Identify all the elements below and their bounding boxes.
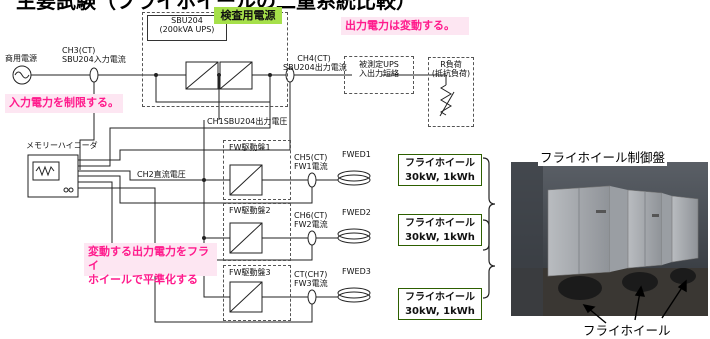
fw-drive1-box (223, 140, 291, 200)
flywheel-spec-2-name: フライホイール (405, 218, 475, 229)
fw-drive2-box (223, 203, 291, 261)
ch7-line1: CT(CH7) (294, 270, 328, 279)
ch3-line2: SBU204入力電流 (62, 55, 126, 65)
fw-drive2-label: FW駆動盤2 (229, 206, 271, 215)
ch7-label: CT(CH7) FW3電流 (294, 270, 328, 288)
flywheel-spec-3-name: フライホイール (405, 292, 475, 303)
smooth-note-line1: 変動する出力電力をフライ (88, 245, 209, 272)
flywheel-spec-3: フライホイール 30kW, 1kWh (398, 288, 482, 320)
fw-drive1-label: FW駆動盤1 (229, 143, 271, 152)
ch5-line1: CH5(CT) (294, 153, 328, 162)
ch3-label: CH3(CT) SBU204入力電流 (62, 46, 126, 64)
fwed2-symbol (337, 232, 371, 244)
fwed1-label: FWED1 (342, 150, 371, 159)
fwed2-label: FWED2 (342, 208, 371, 217)
sbu204-label: SBU204 (171, 16, 203, 25)
ch5-line2: FW1電流 (294, 162, 328, 172)
ups-short-label: 被測定UPS 入出力短絡 (346, 60, 412, 78)
fwed1-symbol (337, 174, 371, 186)
ups-short-line2: 入出力短絡 (359, 69, 399, 79)
flywheel-spec-1-value: 30kW, 1kWh (405, 171, 475, 183)
ch4-line2: SBU204出力電流 (283, 63, 347, 73)
fw-drive3-label: FW駆動盤3 (229, 268, 271, 277)
sbu204-capacity: (200kVA UPS) (159, 25, 215, 35)
sbu204-box: SBU204 (200kVA UPS) (147, 15, 227, 41)
ch5-label: CH5(CT) FW1電流 (294, 153, 328, 171)
flywheel-spec-2-value: 30kW, 1kWh (405, 231, 475, 243)
load-line1: R負荷 (440, 60, 462, 69)
inspection-power-label: 検査用電源 (214, 7, 282, 24)
fw-drive3-box (223, 265, 291, 321)
commercial-power-label: 商用電源 (5, 54, 37, 63)
ups-short-line1: 被測定UPS (359, 60, 399, 69)
ch4-line1: CH4(CT) (297, 54, 331, 63)
ch1-label: CH1SBU204出力電圧 (207, 117, 288, 126)
fwed3-symbol (337, 291, 371, 303)
flywheel-spec-2: フライホイール 30kW, 1kWh (398, 214, 482, 246)
flywheel-spec-3-value: 30kW, 1kWh (405, 305, 475, 317)
fwed3-label: FWED3 (342, 267, 371, 276)
memory-hicorder-symbol (27, 154, 79, 198)
memory-hicorder-label: メモリーハイコーダ (26, 141, 98, 150)
smooth-note-line2: ホイールで平準化する (88, 272, 198, 286)
ch6-line2: FW2電流 (294, 220, 328, 230)
photo-caption-flywheel: フライホイール (583, 323, 671, 338)
ch3-line1: CH3(CT) (62, 46, 96, 55)
page-title: 主要試験（フライホイールの二重系統比較） (16, 0, 416, 11)
load-line2: (抵抗負荷) (431, 69, 471, 79)
ch6-line1: CH6(CT) (294, 211, 328, 220)
load-label: R負荷 (抵抗負荷) (428, 60, 474, 78)
ch2-label: CH2直流電圧 (137, 170, 186, 179)
ups-short-box (344, 56, 414, 94)
smooth-power-note: 変動する出力電力をフライ ホイールで平準化する (84, 243, 217, 286)
ch4-label: CH4(CT) SBU204出力電流 (283, 54, 347, 73)
flywheel-spec-1: フライホイール 30kW, 1kWh (398, 154, 482, 186)
photo-caption-control-panel: フライホイール制御盤 (538, 147, 668, 166)
limit-input-note: 入力電力を制限する。 (5, 94, 123, 113)
flywheel-spec-1-name: フライホイール (405, 158, 475, 169)
load-box (428, 57, 474, 127)
output-varies-note: 出力電力は変動する。 (341, 17, 469, 35)
ch7-line2: FW3電流 (294, 279, 328, 289)
ch6-label: CH6(CT) FW2電流 (294, 211, 328, 229)
